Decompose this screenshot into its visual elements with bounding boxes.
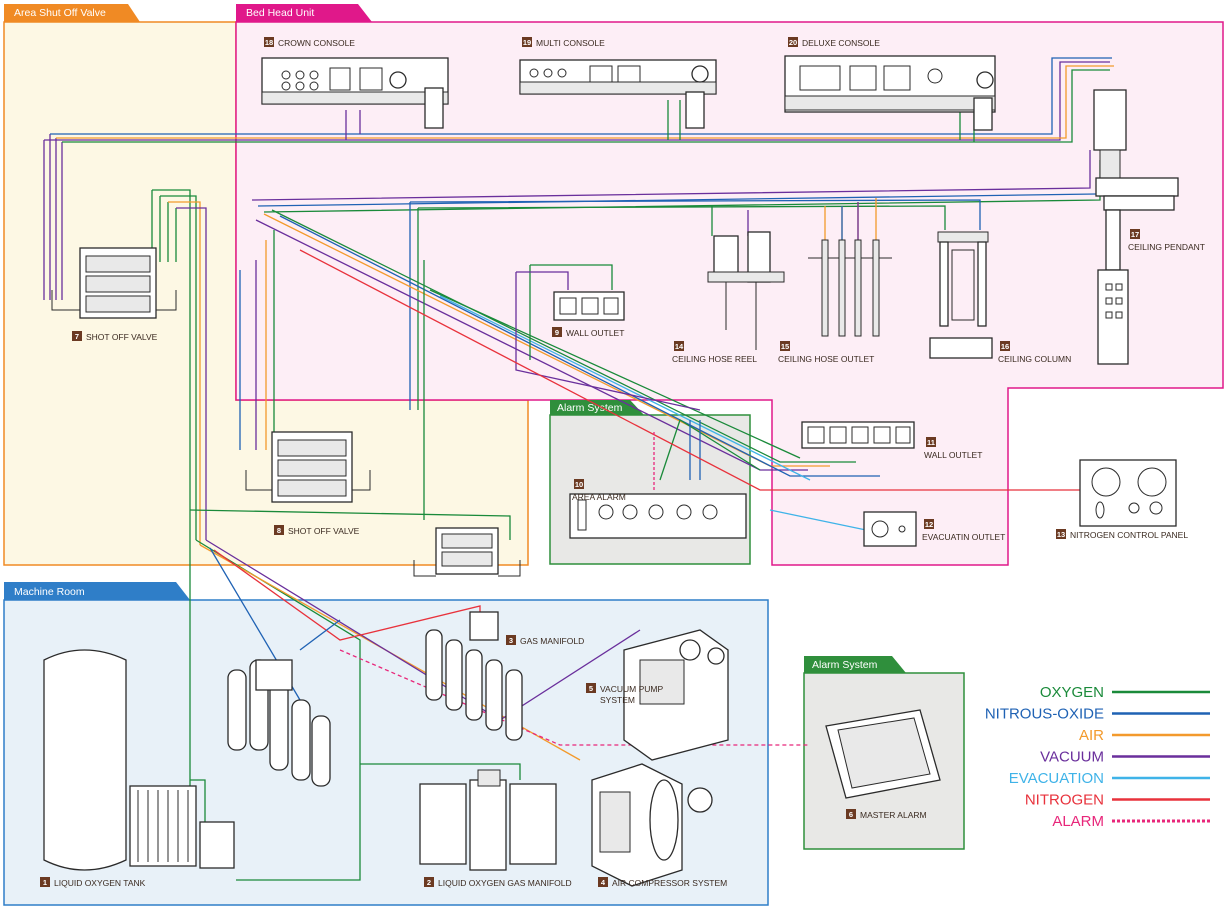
component-label-text: GAS MANIFOLD	[520, 636, 584, 646]
component-number: 11	[927, 438, 935, 447]
zone-machine-room-title: Machine Room	[14, 586, 85, 598]
legend-label: OXYGEN	[1040, 684, 1104, 701]
zone-alarm-1-title: Alarm System	[557, 402, 623, 414]
legend-item-nitrous-oxide: NITROUS-OXIDE	[985, 706, 1210, 723]
component-number: 19	[523, 38, 531, 47]
component-number: 13	[1057, 530, 1065, 539]
legend-label: VACUUM	[1040, 749, 1104, 766]
component-label-text: CEILING HOSE OUTLET	[778, 354, 874, 364]
component-label-text: LIQUID OXYGEN TANK	[54, 878, 146, 888]
zone-area-shutoff-title: Area Shut Off Valve	[14, 7, 106, 19]
vacuum-pump	[624, 630, 728, 760]
component-number: 20	[789, 38, 797, 47]
zone-alarm-2-title: Alarm System	[812, 659, 878, 671]
legend-label: NITROGEN	[1025, 792, 1104, 809]
component-label-13: 13 NITROGEN CONTROL PANEL	[1056, 529, 1188, 540]
component-number: 1	[43, 878, 47, 887]
component-label-text: CEILING COLUMN	[998, 354, 1071, 364]
wall-outlet-11	[802, 422, 914, 448]
component-label-18: 18 CROWN CONSOLE	[264, 37, 355, 48]
component-label-text: AIR COMPRESSOR SYSTEM	[612, 878, 727, 888]
component-number: 10	[575, 480, 583, 489]
legend-item-nitrogen: NITROGEN	[1025, 792, 1210, 809]
component-label-text: SHOT OFF VALVE	[86, 332, 158, 342]
component-number: 17	[1131, 230, 1139, 239]
component-number: 16	[1001, 342, 1009, 351]
component-label-text: WALL OUTLET	[566, 328, 624, 338]
component-number: 5	[589, 684, 593, 693]
legend-label: ALARM	[1052, 813, 1104, 830]
legend-label: AIR	[1079, 727, 1104, 744]
component-label-text: CEILING HOSE REEL	[672, 354, 757, 364]
legend: OXYGEN NITROUS-OXIDE AIR VACUUM EVACUATION NI…	[985, 684, 1210, 830]
component-label-text: CROWN CONSOLE	[278, 38, 355, 48]
component-label-text: LIQUID OXYGEN GAS MANIFOLD	[438, 878, 572, 888]
component-number: 7	[75, 332, 79, 341]
component-label-text: VACUUM PUMP	[600, 684, 663, 694]
legend-item-evacuation: EVACUATION	[1009, 770, 1210, 787]
component-number: 15	[781, 342, 789, 351]
legend-item-vacuum: VACUUM	[1040, 749, 1210, 766]
component-label-text: CEILING PENDANT	[1128, 242, 1205, 252]
component-label-text-line2: SYSTEM	[600, 695, 635, 705]
component-label-text: MASTER ALARM	[860, 810, 927, 820]
liquid-oxygen-gas-manifold	[420, 770, 556, 870]
component-number: 14	[675, 342, 684, 351]
component-number: 18	[265, 38, 273, 47]
legend-item-alarm: ALARM	[1052, 813, 1210, 830]
component-label-text: WALL OUTLET	[924, 450, 982, 460]
component-label-text: AREA ALARM	[572, 492, 626, 502]
component-label-text: DELUXE CONSOLE	[802, 38, 880, 48]
component-number: 12	[925, 520, 933, 529]
component-label-20: 20 DELUXE CONSOLE	[788, 37, 880, 48]
legend-item-oxygen: OXYGEN	[1040, 684, 1210, 701]
wall-outlet-9	[554, 292, 624, 320]
component-label-text: NITROGEN CONTROL PANEL	[1070, 530, 1188, 540]
component-number: 9	[555, 328, 559, 337]
component-label-1: 1 LIQUID OXYGEN TANK	[40, 877, 146, 888]
component-label-text: MULTI CONSOLE	[536, 38, 605, 48]
nitrogen-control-panel	[1080, 460, 1176, 526]
component-number: 2	[427, 878, 431, 887]
component-number: 8	[277, 526, 281, 535]
evacuation-outlet	[864, 512, 916, 546]
legend-label: NITROUS-OXIDE	[985, 706, 1104, 723]
component-label-2: 2 LIQUID OXYGEN GAS MANIFOLD	[424, 877, 572, 888]
zone-bed-head-title: Bed Head Unit	[246, 7, 314, 19]
component-number: 3	[509, 636, 513, 645]
component-number: 6	[849, 810, 853, 819]
legend-label: EVACUATION	[1009, 770, 1104, 787]
component-label-text: SHOT OFF VALVE	[288, 526, 360, 536]
component-label-text: EVACUATIN OUTLET	[922, 532, 1005, 542]
legend-item-air: AIR	[1079, 727, 1210, 744]
